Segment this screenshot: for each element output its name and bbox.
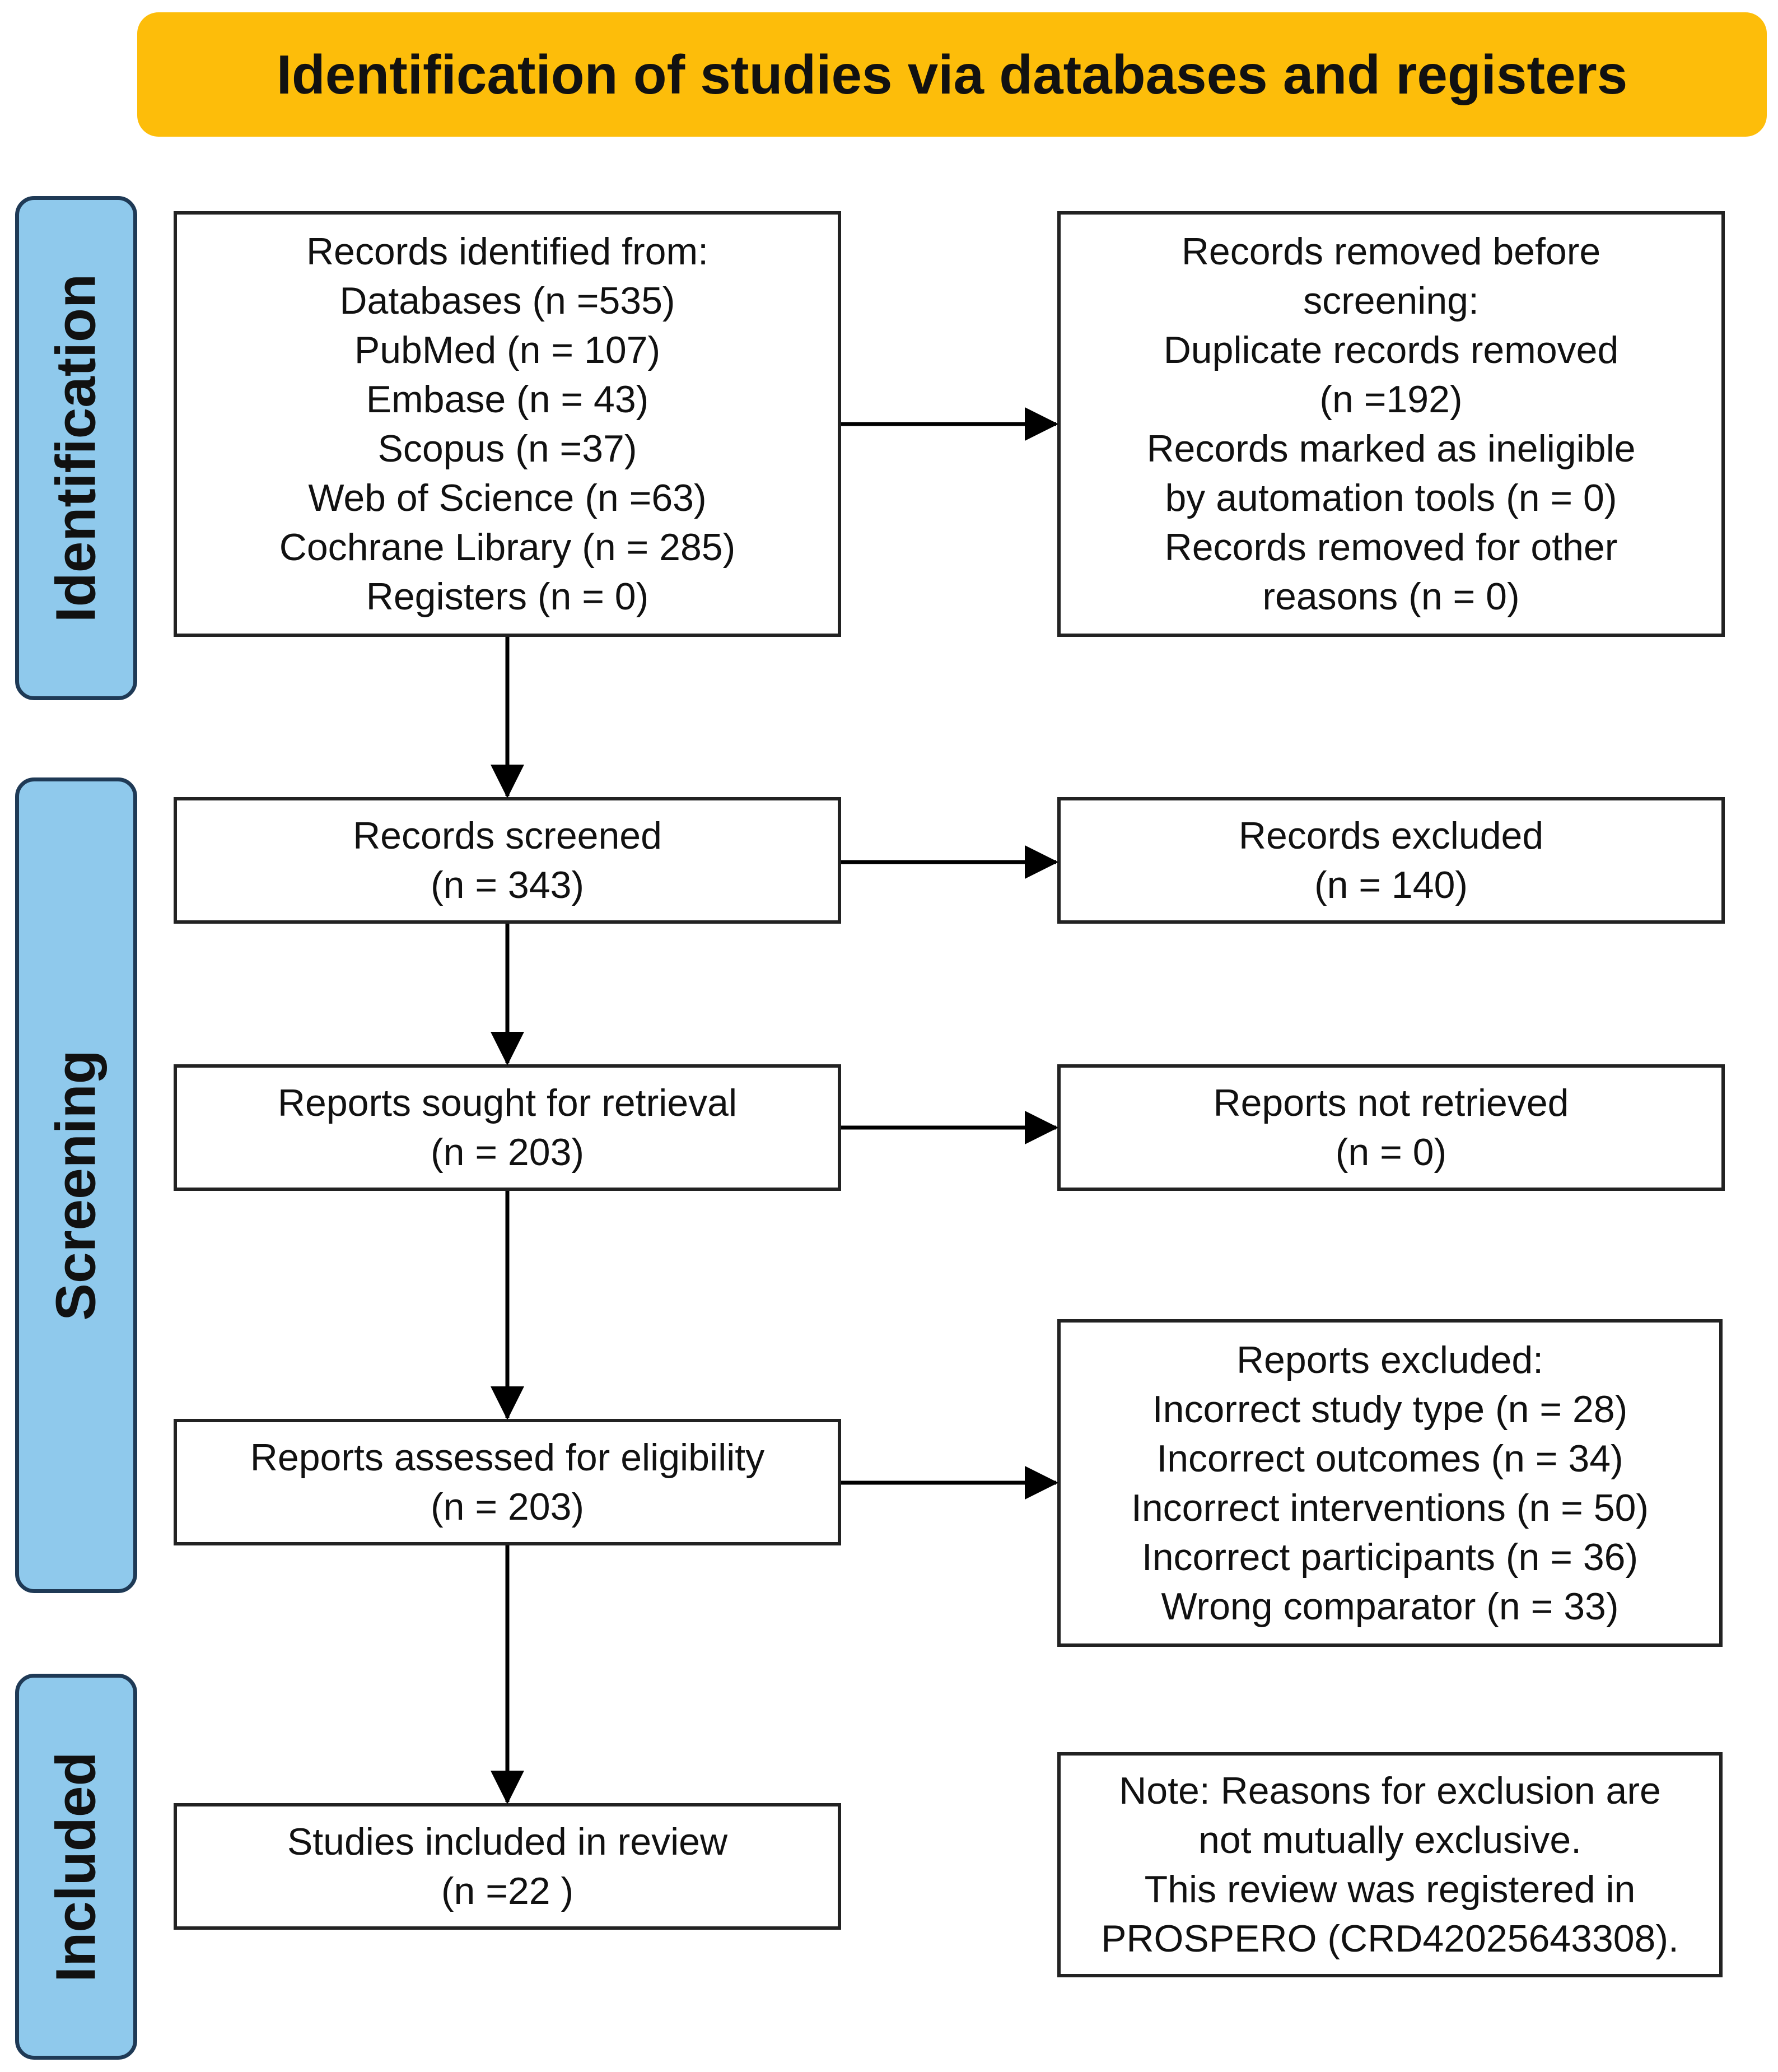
box-line: Cochrane Library (n = 285) — [279, 526, 736, 569]
box-line: Incorrect participants (n = 36) — [1141, 1535, 1639, 1579]
box-line: Reports assessed for eligibility — [250, 1436, 765, 1479]
box-line: screening: — [1303, 280, 1479, 322]
box-line: Incorrect interventions (n = 50) — [1131, 1486, 1649, 1529]
box-line: (n =192) — [1319, 378, 1463, 421]
box-line: Registers (n = 0) — [366, 575, 649, 618]
reports-sought-box: Reports sought for retrieval (n = 203) — [174, 1064, 841, 1191]
box-line: Note: Reasons for exclusion are — [1119, 1770, 1661, 1812]
reports-not-retrieved-box: Reports not retrieved (n = 0) — [1057, 1064, 1725, 1191]
records-removed-box: Records removed before screening: Duplic… — [1057, 211, 1725, 637]
box-line: Records identified from: — [306, 230, 709, 273]
reports-assessed-box: Reports assessed for eligibility (n = 20… — [174, 1419, 841, 1545]
studies-included-box: Studies included in review (n =22 ) — [174, 1803, 841, 1930]
box-line: Web of Science (n =63) — [308, 477, 707, 519]
box-line: Reports not retrieved — [1213, 1082, 1569, 1124]
box-line: (n = 203) — [430, 1486, 585, 1528]
box-line: by automation tools (n = 0) — [1165, 477, 1617, 519]
box-line: (n =22 ) — [441, 1870, 574, 1912]
box-line: Scopus (n =37) — [377, 427, 637, 470]
box-line: (n = 203) — [430, 1131, 585, 1174]
box-line: Embase (n = 43) — [366, 378, 649, 421]
box-line: (n = 140) — [1314, 864, 1468, 906]
phase-included: Included — [15, 1674, 137, 2060]
phase-identification: Identification — [15, 196, 137, 700]
box-line: reasons (n = 0) — [1262, 575, 1520, 618]
box-line: Records marked as ineligible — [1146, 427, 1636, 470]
records-identified-box: Records identified from: Databases (n =5… — [174, 211, 841, 637]
box-line: Studies included in review — [287, 1820, 728, 1863]
box-line: Records screened — [353, 814, 662, 857]
box-line: Wrong comparator (n = 33) — [1161, 1585, 1619, 1628]
records-screened-box: Records screened (n = 343) — [174, 797, 841, 924]
box-line: This review was registered in — [1144, 1868, 1636, 1911]
box-line: Records removed before — [1181, 230, 1601, 273]
box-line: Records excluded — [1238, 814, 1544, 857]
phase-screening: Screening — [15, 777, 137, 1593]
box-line: (n = 343) — [430, 864, 585, 906]
box-line: Records removed for other — [1164, 526, 1618, 569]
box-line: Reports excluded: — [1236, 1338, 1544, 1381]
reports-excluded-box: Reports excluded: Incorrect study type (… — [1057, 1319, 1723, 1647]
box-line: Reports sought for retrieval — [277, 1082, 738, 1124]
box-line: Databases (n =535) — [339, 280, 675, 322]
header-banner: Identification of studies via databases … — [137, 12, 1767, 137]
box-line: not mutually exclusive. — [1198, 1819, 1582, 1861]
box-line: (n = 0) — [1335, 1131, 1447, 1174]
box-line: PROSPERO (CRD42025643308). — [1101, 1917, 1679, 1960]
header-title: Identification of studies via databases … — [276, 43, 1628, 105]
note-box: Note: Reasons for exclusion are not mutu… — [1057, 1752, 1723, 1977]
box-line: Duplicate records removed — [1163, 329, 1619, 371]
box-line: Incorrect study type (n = 28) — [1152, 1387, 1628, 1431]
box-line: PubMed (n = 107) — [354, 329, 661, 371]
records-excluded-box: Records excluded (n = 140) — [1057, 797, 1725, 924]
box-line: Incorrect outcomes (n = 34) — [1156, 1437, 1623, 1480]
